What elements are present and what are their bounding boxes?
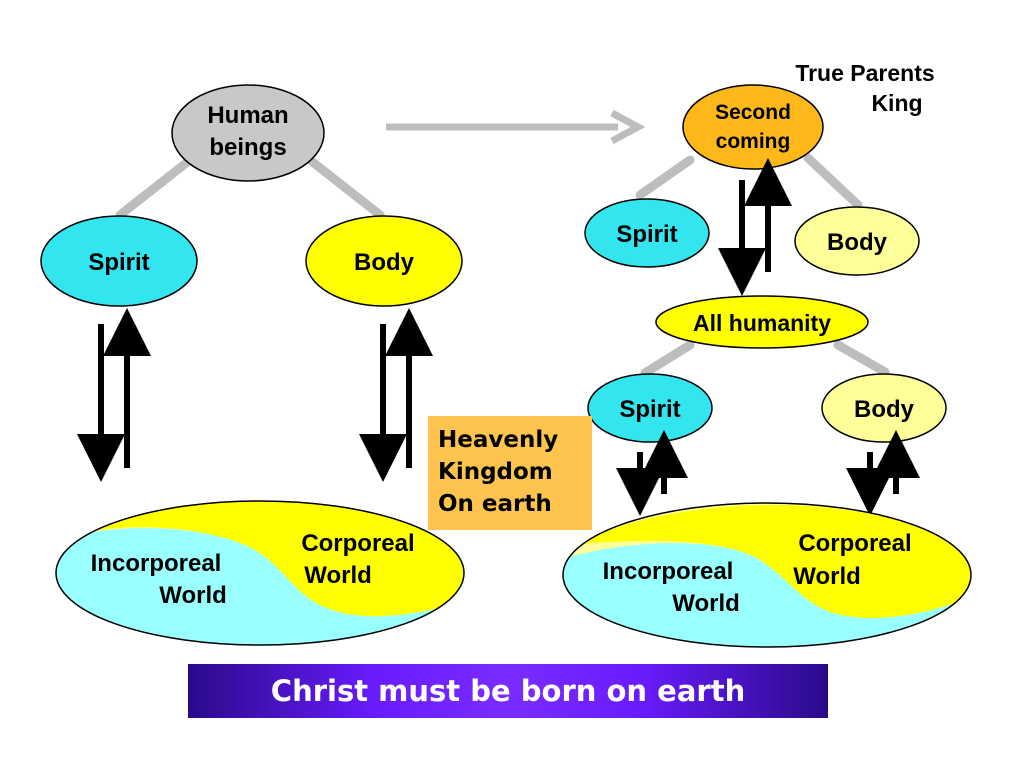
node-second-coming-line1: Second [715, 101, 791, 124]
heavenly-kingdom-line1: Heavenly [438, 427, 559, 453]
node-lower-body: Body [821, 373, 947, 443]
world-left-corporeal-line1: Corporeal [301, 530, 414, 557]
christ-banner: Christ must be born on earth [188, 664, 828, 718]
heavenly-kingdom-line2: Kingdom [438, 459, 553, 485]
node-right-spirit: Spirit [584, 198, 710, 268]
world-right-corporeal-line2: World [793, 563, 861, 590]
node-second-coming: Second coming [682, 84, 824, 170]
true-parents-line1: True Parents [795, 60, 935, 86]
world-right-corporeal-region [570, 504, 971, 618]
connector-right-body [803, 153, 863, 210]
connector-left-spirit [115, 155, 195, 220]
node-left-body-label: Body [354, 249, 415, 276]
true-parents-line2: King [871, 90, 923, 116]
node-lower-spirit: Spirit [587, 373, 713, 443]
world-left-incorporeal-region [56, 528, 464, 645]
node-human-beings: Human beings [171, 84, 325, 182]
node-human-beings-line2: beings [209, 134, 286, 161]
connector-right-spirit [635, 155, 695, 200]
node-right-body-label: Body [827, 229, 888, 256]
node-left-body: Body [305, 215, 463, 307]
world-left-incorporeal-line1: Incorporeal [91, 550, 222, 577]
node-lower-body-label: Body [854, 396, 915, 423]
heavenly-kingdom-box: Heavenly Kingdom On earth [428, 416, 592, 530]
connector-humanity-spirit [640, 340, 695, 378]
world-left: Incorporeal World Corporeal World [55, 500, 465, 646]
connector-humanity-body [833, 340, 890, 377]
heavenly-kingdom-line3: On earth [438, 491, 552, 517]
node-second-coming-line2: coming [716, 130, 791, 153]
node-lower-spirit-label: Spirit [619, 396, 680, 423]
world-left-incorporeal-line2: World [159, 582, 227, 609]
node-right-body: Body [794, 206, 920, 276]
world-right-corporeal-line1: Corporeal [798, 530, 911, 557]
node-left-spirit-label: Spirit [88, 249, 149, 276]
world-right-incorporeal-region [563, 543, 971, 647]
world-left-corporeal-region [60, 501, 464, 617]
world-right: Incorporeal World Corporeal World [562, 502, 972, 648]
world-left-corporeal-line2: World [304, 562, 372, 589]
connector-left-body [305, 155, 385, 220]
node-all-humanity: All humanity [655, 295, 869, 349]
node-right-spirit-label: Spirit [616, 221, 677, 248]
node-left-spirit: Spirit [40, 215, 198, 307]
transition-arrow-head [610, 109, 646, 145]
node-all-humanity-label: All humanity [693, 310, 831, 336]
node-human-beings-line1: Human [207, 102, 288, 129]
true-parents-label: True Parents King [770, 58, 960, 118]
world-right-incorporeal-line2: World [672, 590, 740, 617]
world-right-incorporeal-line1: Incorporeal [603, 558, 734, 585]
